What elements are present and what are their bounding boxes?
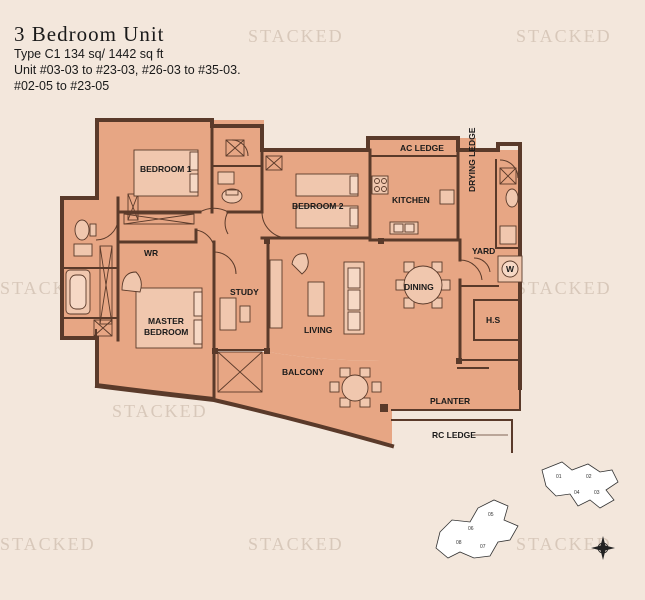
label-drying-ledge: DRYING LEDGE — [467, 127, 477, 192]
key-label-08: 08 — [456, 540, 462, 546]
bath-fixtures — [65, 171, 523, 315]
wardrobes — [99, 193, 195, 325]
watermark: STACKED — [112, 401, 208, 421]
watermark: STACKED — [0, 534, 96, 554]
label-living: LIVING — [304, 325, 333, 335]
key-label-02: 02 — [586, 474, 592, 480]
watermark: STACKED — [248, 534, 344, 554]
label-planter: PLANTER — [430, 396, 470, 406]
plan-units-line: Unit #03-03 to #23-03, #26-03 to #35-03. — [14, 63, 241, 77]
beds — [133, 149, 359, 349]
watermark: STACKED — [516, 278, 612, 298]
dining-table — [395, 261, 451, 309]
kitchen-fixtures — [371, 175, 455, 235]
north-arrow-icon — [591, 536, 615, 560]
label-master: MASTER — [148, 316, 184, 326]
label-bedroom-2: BEDROOM 2 — [292, 201, 344, 211]
watermark: STACKED — [516, 534, 612, 554]
plan-title: 3 Bedroom Unit — [14, 22, 165, 46]
walls — [60, 118, 522, 453]
label-bedroom-1: BEDROOM 1 — [140, 164, 192, 174]
key-label-05: 05 — [488, 512, 494, 518]
label-dining: DINING — [404, 282, 434, 292]
service-boxes — [93, 139, 517, 393]
balcony-table — [329, 367, 382, 408]
label-ac-ledge: AC LEDGE — [400, 143, 444, 153]
key-plan-labels: 01 02 03 04 05 06 07 08 — [456, 474, 600, 550]
key-plan — [435, 461, 619, 559]
plan-header: 3 Bedroom Unit Type C1 134 sq/ 1442 sq f… — [14, 22, 241, 94]
columns — [212, 238, 462, 412]
study-desk — [219, 297, 251, 331]
label-w: W — [506, 264, 515, 274]
watermark: STACKED — [248, 26, 344, 46]
plan-type-line: Type C1 134 sq/ 1442 sq ft — [14, 47, 164, 61]
doors — [95, 139, 519, 281]
key-label-04: 04 — [574, 490, 580, 496]
label-rc-ledge: RC LEDGE — [432, 430, 476, 440]
key-label-01: 01 — [556, 474, 562, 480]
label-study: STUDY — [230, 287, 259, 297]
label-hs: H.S — [486, 315, 501, 325]
label-yard: YARD — [472, 246, 495, 256]
key-label-07: 07 — [480, 544, 486, 550]
label-master-bedroom: BEDROOM — [144, 327, 188, 337]
label-balcony: BALCONY — [282, 367, 324, 377]
label-kitchen: KITCHEN — [392, 195, 430, 205]
living-furniture — [269, 259, 365, 335]
watermark: STACKED — [516, 26, 612, 46]
plan-units-line-2: #02-05 to #23-05 — [14, 79, 110, 93]
label-wr: WR — [144, 248, 158, 258]
key-label-06: 06 — [468, 526, 474, 532]
key-label-03: 03 — [594, 490, 600, 496]
chairs — [121, 253, 309, 293]
